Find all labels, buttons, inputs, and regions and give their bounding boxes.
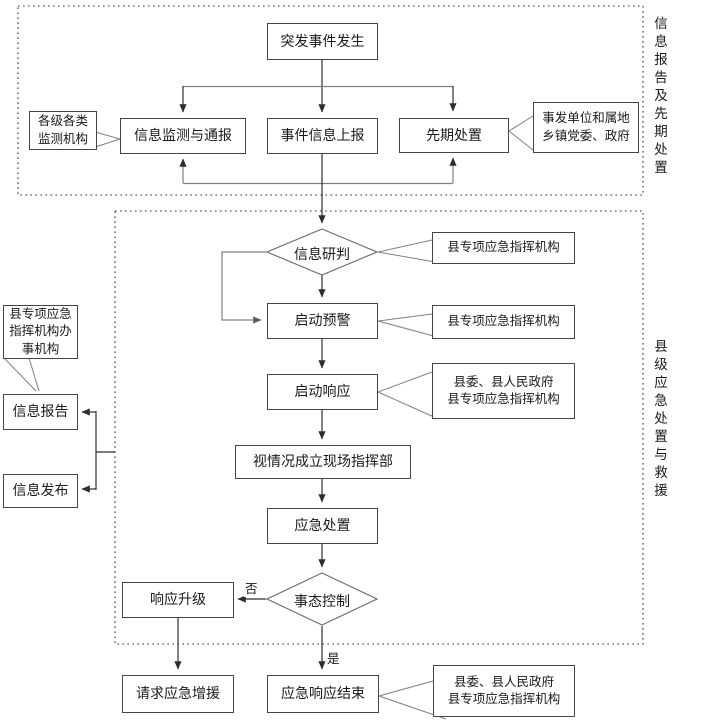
node-info-publish: 信息发布: [3, 474, 78, 508]
callout-monitoring-orgs: 各级各类 监测机构: [29, 111, 97, 150]
callout-county-special-cmd-1: 县专项应急指挥机构: [432, 232, 575, 264]
callout-county-gov-cmd-2: 县委、县人民政府 县专项应急指挥机构: [433, 665, 575, 717]
node-info-monitoring: 信息监测与通报: [120, 118, 246, 154]
callout-line: 事发单位和属地: [542, 111, 630, 125]
node-emergency-disposal: 应急处置: [267, 508, 378, 544]
callout-wedges: [3, 115, 534, 720]
node-event-occurs: 突发事件发生: [267, 23, 378, 60]
callout-line: 事机构: [21, 341, 60, 356]
decision-diamond-control: [265, 572, 379, 626]
label-yes: 是: [326, 648, 341, 667]
decision-label-control: 事态控制: [294, 593, 350, 609]
node-request-reinforcement: 请求应急增援: [122, 675, 234, 713]
label-no: 否: [244, 578, 259, 597]
callout-line: 县专项应急指挥机构: [447, 240, 560, 255]
section-label-county-response: 县级应急处置与救援: [652, 339, 667, 501]
callout-line: 各级各类: [37, 114, 88, 128]
decision-label-judge: 信息研判: [294, 246, 350, 262]
callout-county-gov-cmd-1: 县委、县人民政府 县专项应急指挥机构: [432, 363, 575, 419]
node-event-info-report: 事件信息上报: [267, 118, 378, 154]
callout-line: 县专项应急指挥机构: [447, 692, 561, 706]
callout-line: 县委、县人民政府: [453, 374, 554, 389]
node-start-warning: 启动预警: [267, 303, 378, 339]
node-info-report: 信息报告: [3, 394, 78, 430]
section-label-report-disposal: 信息报告及先期处置: [652, 16, 667, 178]
callout-line: 县专项应急指挥机构: [447, 314, 560, 329]
callout-line: 县委、县人民政府: [453, 674, 554, 689]
node-site-command: 视情况成立现场指挥部: [235, 445, 411, 479]
callout-county-special-cmd-2: 县专项应急指挥机构: [432, 305, 575, 339]
callout-cmd-office: 县专项应急 指挥机构办 事机构: [3, 305, 78, 359]
node-initial-disposal: 先期处置: [399, 118, 509, 153]
callout-line: 县专项应急: [9, 306, 72, 321]
callout-incident-unit: 事发单位和属地 乡镇党委、政府: [533, 102, 639, 153]
callout-line: 指挥机构办: [9, 324, 72, 339]
node-start-response: 启动响应: [267, 374, 378, 410]
callout-line: 监测机构: [37, 131, 88, 146]
node-response-upgrade: 响应升级: [122, 582, 234, 618]
callout-line: 乡镇党委、政府: [542, 128, 630, 143]
dashed-region-report-disposal: [17, 5, 644, 196]
dashed-region-county-response: [114, 210, 644, 645]
callout-line: 县专项应急指挥机构: [447, 392, 560, 406]
decision-diamond-judge: [265, 228, 379, 276]
node-response-end: 应急响应结束: [267, 675, 379, 713]
loop-judge-left: [221, 251, 266, 321]
